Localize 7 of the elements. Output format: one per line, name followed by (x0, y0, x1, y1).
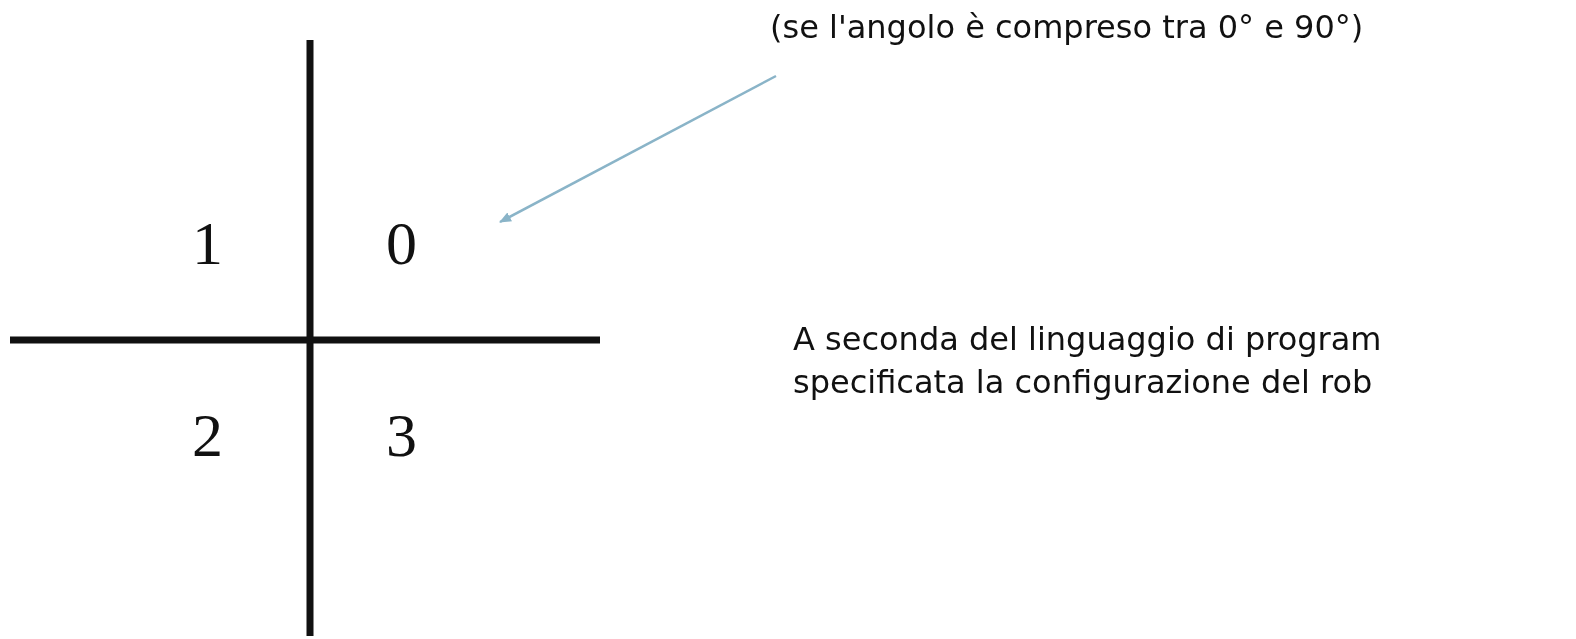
note-text: (se l'angolo è compreso tra 0° e 90°) (770, 8, 1364, 47)
quadrant-number: 2 (192, 404, 223, 466)
description-text: A seconda del linguaggio di program specificata la configurazione del rob (793, 319, 1383, 404)
quadrant-number: 0 (386, 212, 417, 274)
quadrant-number: 3 (386, 404, 417, 466)
quadrant-number: 1 (192, 212, 223, 274)
leader-arrow (499, 74, 777, 224)
